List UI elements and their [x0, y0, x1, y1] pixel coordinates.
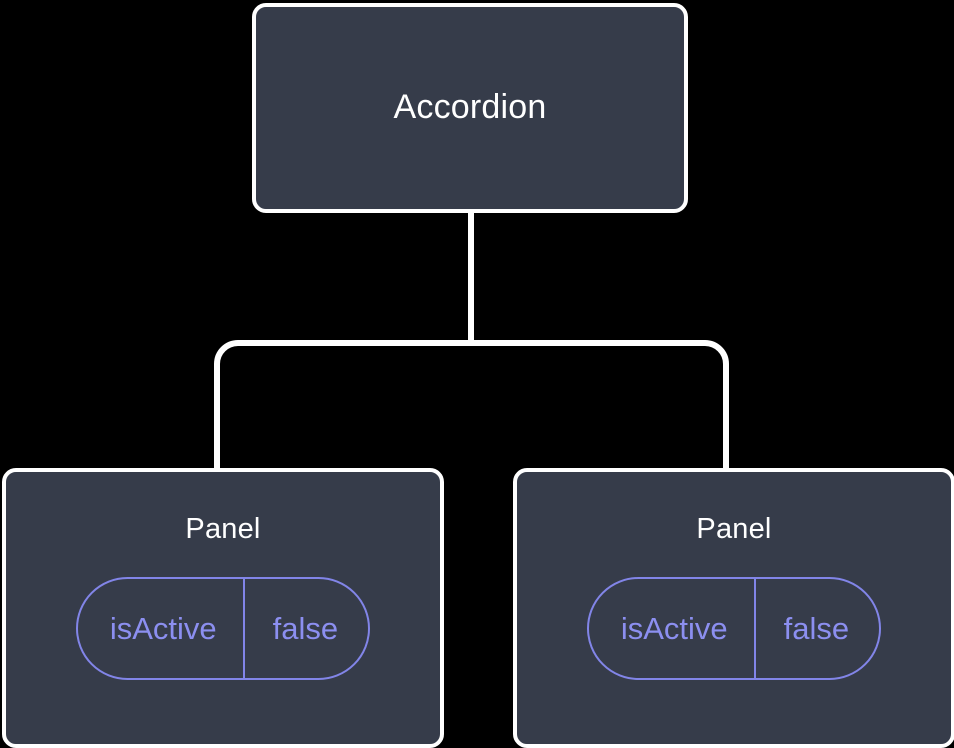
node-accordion-label: Accordion — [393, 88, 547, 127]
node-panel-1-prop-value: false — [272, 610, 339, 646]
node-panel-2-prop-pill[interactable]: isActive false — [586, 576, 882, 680]
pill-divider — [242, 578, 245, 678]
node-panel-1[interactable]: Panel isActive false — [2, 468, 444, 748]
node-panel-1-prop-pill[interactable]: isActive false — [75, 576, 371, 680]
edge-branch-right — [471, 340, 729, 470]
node-panel-2-prop-name: isActive — [620, 610, 728, 646]
pill-divider — [753, 578, 756, 678]
node-panel-1-prop-name-cell: isActive — [78, 579, 243, 678]
node-panel-1-prop-value-cell: false — [245, 579, 368, 678]
node-accordion[interactable]: Accordion — [252, 3, 688, 213]
node-panel-1-prop-name: isActive — [109, 610, 217, 646]
node-panel-1-label: Panel — [185, 513, 261, 545]
node-panel-2-label: Panel — [696, 513, 772, 545]
node-panel-2-prop-value: false — [783, 610, 850, 646]
edge-branch-left — [214, 340, 471, 470]
node-panel-2[interactable]: Panel isActive false — [513, 468, 954, 748]
node-panel-2-prop-value-cell: false — [756, 579, 879, 678]
node-panel-2-prop-name-cell: isActive — [589, 579, 754, 678]
